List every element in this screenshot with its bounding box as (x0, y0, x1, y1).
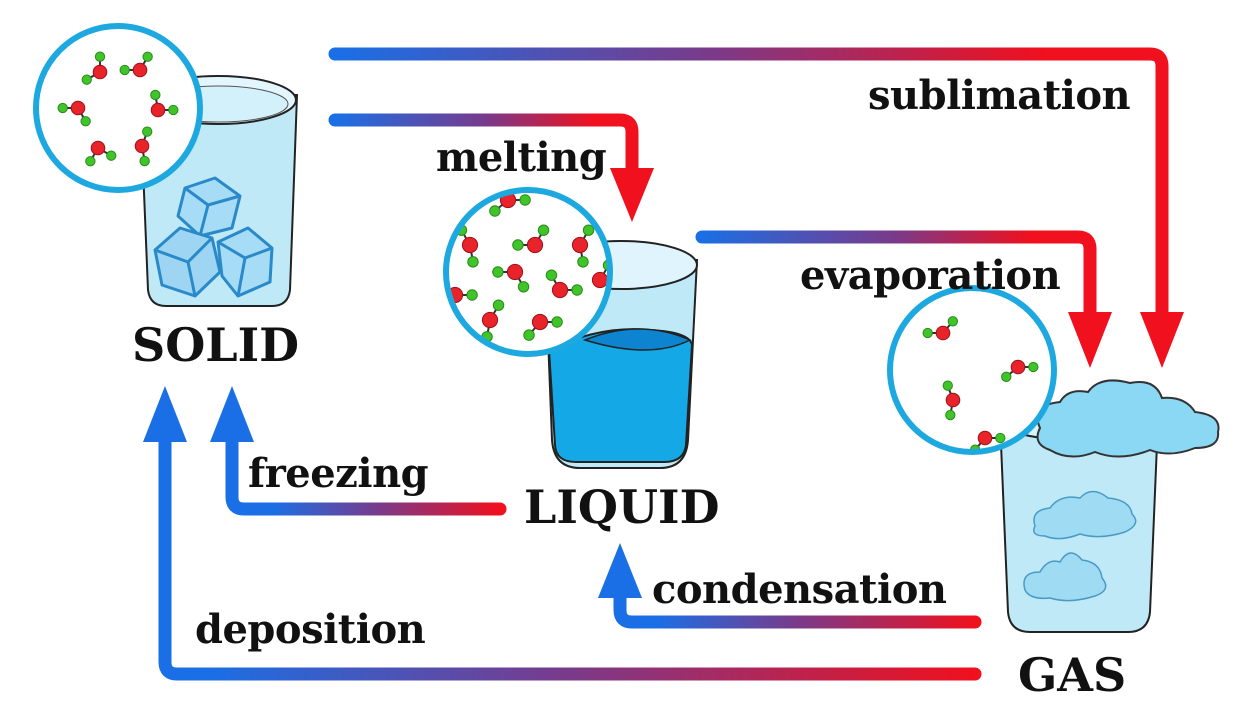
condensation-arrow (598, 543, 982, 629)
evaporation-arrow (695, 230, 1112, 368)
sublimation-label: sublimation (868, 72, 1131, 119)
melting-arrowhead (610, 168, 654, 222)
liquid-label: LIQUID (524, 480, 720, 534)
water-molecule-icon (969, 430, 1006, 452)
gas-cloud-icon (1036, 379, 1220, 458)
deposition-label: deposition (195, 606, 426, 653)
water-molecule-icon (119, 51, 153, 78)
gas-molecule-view (887, 285, 1057, 455)
condensation-arrowhead (598, 543, 642, 598)
evaporation-arrowhead (1068, 312, 1112, 368)
gas-glass (998, 379, 1220, 633)
water-molecule-icon (922, 316, 959, 341)
freezing-label: freezing (248, 450, 429, 497)
water-molecule-icon (134, 126, 153, 167)
deposition-arrowhead (143, 386, 187, 442)
freezing-arrowhead (210, 386, 254, 442)
sublimation-arrowhead (1140, 312, 1184, 368)
freezing-arrow (210, 386, 507, 516)
solid-label: SOLID (132, 318, 300, 372)
water-molecule-icon (492, 263, 530, 293)
cloud-icon (1023, 490, 1137, 602)
condensation-label: condensation (652, 566, 947, 613)
water-molecule-icon (81, 51, 108, 85)
water-molecule-icon (57, 100, 91, 127)
water-molecule-icon (1001, 359, 1039, 383)
water-molecule-icon (512, 224, 550, 254)
water-molecule-icon (571, 224, 595, 268)
deposition-arrow (143, 386, 982, 681)
evaporation-label: evaporation (800, 252, 1061, 299)
melting-label: melting (436, 134, 607, 181)
sublimation-arrow (328, 47, 1184, 368)
liquid-molecule-view (443, 187, 613, 357)
water-molecule-icon (85, 140, 117, 167)
water-molecule-icon (545, 269, 583, 299)
melting-arrow (328, 113, 654, 222)
water-molecule-icon (150, 89, 179, 118)
ice-cubes-icon (153, 176, 274, 298)
solid-molecule-view (33, 23, 203, 193)
water-molecule-icon (523, 313, 563, 341)
gas-label: GAS (1018, 648, 1127, 702)
water-molecule-icon (942, 380, 961, 421)
